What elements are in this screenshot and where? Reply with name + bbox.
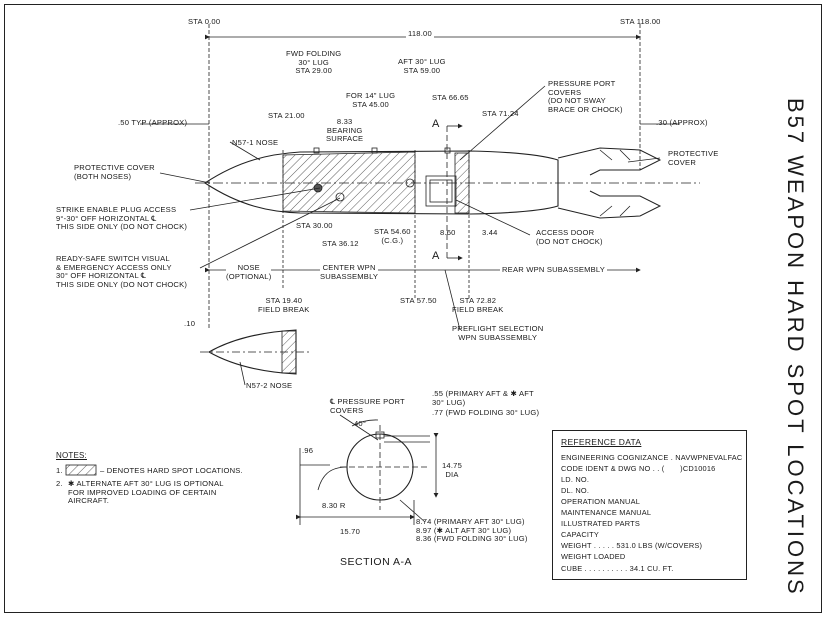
sta1940-label: STA 19.40 FIELD BREAK [258, 296, 310, 314]
angle-40-label: 40° [354, 419, 367, 428]
access-door-callout: ACCESS DOOR (DO NOT CHOCK) [536, 228, 603, 246]
section-title: SECTION A-A [340, 556, 413, 568]
notes-heading: NOTES: [56, 451, 87, 460]
reference-row: CUBE . . . . . . . . . . 34.1 CU. FT. [561, 564, 674, 573]
dim96-label: .96 [302, 446, 314, 455]
dim10-label: .10 [184, 319, 196, 328]
drawing-title: B57 WEAPON HARD SPOT LOCATIONS [772, 98, 812, 597]
note1-number: 1. [56, 466, 63, 475]
pressure-port-callout: PRESSURE PORT COVERS (DO NOT SWAY BRACE … [548, 79, 623, 114]
preflight-label: PREFLIGHT SELECTION WPN SUBASSEMBLY [452, 324, 544, 342]
aft-lug-label: AFT 30° LUG STA 59.00 [398, 57, 446, 75]
access-door [425, 175, 457, 207]
drawing-title-text: B57 WEAPON HARD SPOT LOCATIONS [783, 98, 808, 597]
reference-row: DL. NO. [561, 486, 590, 495]
note1-text: – DENOTES HARD SPOT LOCATIONS. [100, 466, 243, 475]
reference-row: MAINTENANCE MANUAL [561, 508, 652, 517]
sta118-label: STA 118.00 [620, 17, 661, 26]
sta5750-label: STA 57.50 [400, 296, 437, 305]
sta0-label: STA 0.00 [188, 17, 221, 26]
approx30-callout: .30 (APPROX) [656, 118, 708, 127]
typ50-callout: .50 TYP (APPROX) [118, 118, 188, 127]
dim344-label: 3.44 [482, 228, 498, 237]
reference-row: WEIGHT LOADED [561, 552, 626, 561]
reference-row: ILLUSTRATED PARTS [561, 519, 640, 528]
note2-number: 2. [56, 479, 63, 488]
sta6665-label: STA 66.65 [432, 93, 469, 102]
sta5460-label: STA 54.60 (C.G.) [374, 227, 411, 245]
dim860-label: 8.60 [440, 228, 456, 237]
sta3612-label: STA 36.12 [322, 239, 359, 248]
section-mark-bottom: A [432, 250, 440, 262]
overall-length-label: 118.00 [406, 29, 434, 39]
center-subassembly-label: CENTER WPN SUBASSEMBLY [320, 263, 379, 282]
radius-label: 8.30 R [322, 501, 346, 510]
rear-subassembly-label: REAR WPN SUBASSEMBLY [500, 265, 608, 275]
reference-row: CAPACITY [561, 530, 600, 539]
protective-cover-right-callout: PROTECTIVE COVER [668, 149, 719, 167]
sta7282-label: STA 72.82 FIELD BREAK [452, 296, 504, 314]
lug77-label: .77 (FWD FOLDING 30° LUG) [432, 408, 540, 417]
bottom-lugs-label: 8.74 (PRIMARY AFT 30° LUG) 8.97 (✱ ALT A… [416, 517, 528, 544]
lug55-label: .55 (PRIMARY AFT & ✱ AFT 30° LUG) [432, 389, 534, 407]
sta21-label: STA 21.00 [268, 111, 305, 120]
reference-data-box: REFERENCE DATA ENGINEERING COGNIZANCE . … [552, 430, 747, 580]
hard-spot-center [282, 151, 416, 214]
diameter-label: 14.75 DIA [442, 461, 463, 479]
reference-row: OPERATION MANUAL [561, 497, 641, 506]
sta30-label: STA 30.00 [296, 221, 333, 230]
hatch-legend-swatch [65, 464, 97, 476]
protective-cover-left-callout: PROTECTIVE COVER (BOTH NOSES) [74, 163, 155, 181]
reference-row: WEIGHT . . . . . 531.0 LBS (W/COVERS) [561, 541, 703, 550]
nose-subassembly-label: NOSE (OPTIONAL) [226, 263, 272, 282]
bearing-label: 8.33 BEARING SURFACE [326, 117, 364, 144]
strike-enable-callout: STRIKE ENABLE PLUG ACCESS 9°-30° OFF HOR… [56, 205, 188, 232]
fwd-lug-label: FWD FOLDING 30° LUG STA 29.00 [286, 49, 342, 76]
note2-text: ✱ ALTERNATE AFT 30° LUG IS OPTIONAL FOR … [68, 479, 224, 506]
reference-heading: REFERENCE DATA [561, 437, 642, 447]
drawing-frame [4, 4, 822, 613]
reference-row: LD. NO. [561, 475, 590, 484]
n571-callout: N57-1 NOSE [232, 138, 279, 147]
dim1570-label: 15.70 [340, 527, 361, 536]
ready-safe-callout: READY-SAFE SWITCH VISUAL & EMERGENCY ACC… [56, 254, 188, 289]
reference-row: CODE IDENT & DWG NO . . ( )CD10016 [561, 464, 716, 473]
sta7124-label: STA 71.24 [482, 109, 519, 118]
section-pressure-covers-label: ℄ PRESSURE PORT COVERS [330, 397, 405, 415]
reference-row: ENGINEERING COGNIZANCE . NAVWPNEVALFAC [561, 453, 743, 462]
section-mark-top: A [432, 118, 440, 130]
n572-callout: N57-2 NOSE [246, 381, 293, 390]
lug14-label: FOR 14" LUG STA 45.00 [346, 91, 396, 109]
